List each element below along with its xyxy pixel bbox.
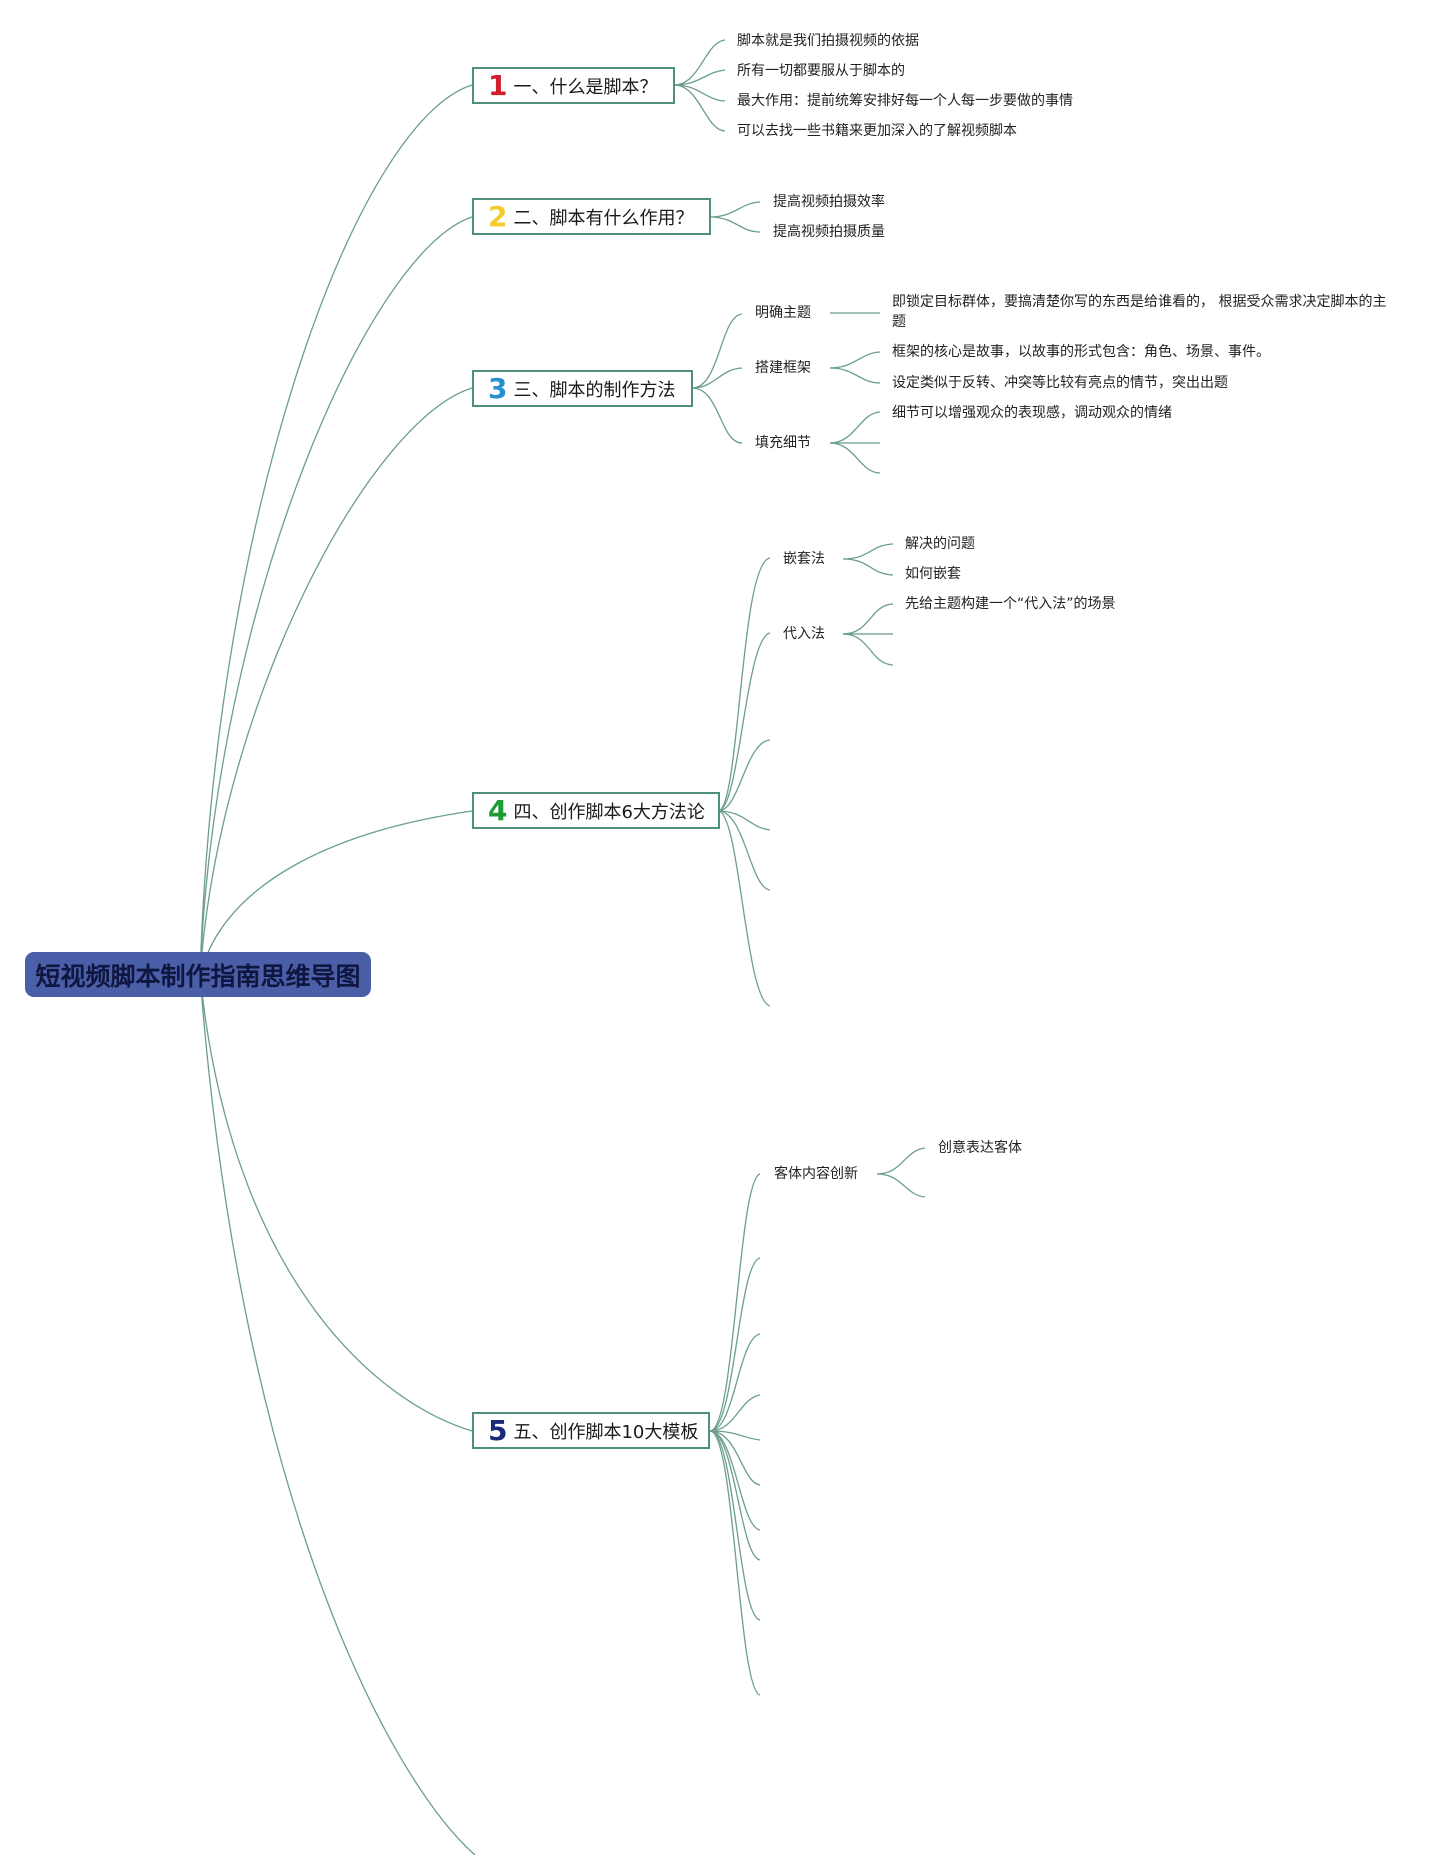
sub-node-3-3[interactable]: 填充细节 bbox=[755, 435, 811, 451]
branch-label-3: 三、脚本的制作方法 bbox=[513, 379, 676, 401]
leaf-1-2[interactable]: 所有一切都要服从于脚本的 bbox=[737, 63, 905, 79]
leaf-2-1[interactable]: 提高视频拍摄效率 bbox=[773, 194, 885, 210]
sub-node-4-2[interactable]: 代入法 bbox=[783, 626, 825, 642]
link-root-branch-4 bbox=[199, 810, 473, 976]
sub-node-5-1[interactable]: 客体内容创新 bbox=[774, 1166, 858, 1182]
branch-node-2[interactable]: 2 二、脚本有什么作用？ bbox=[472, 198, 711, 235]
branch-number-4: 4 bbox=[488, 793, 508, 827]
leaf-1-4[interactable]: 可以去找一些书籍来更加深入的了解视频脚本 bbox=[737, 123, 1017, 139]
leaf-3-3-1[interactable]: 细节可以增强观众的表现感，调动观众的情绪 bbox=[892, 405, 1172, 421]
branch-node-5[interactable]: 5 五、创作脚本10大模板 bbox=[472, 1412, 710, 1449]
link-root-branch-extra bbox=[199, 974, 476, 1855]
link-root-branch-5 bbox=[199, 974, 473, 1432]
branch-number-5: 5 bbox=[488, 1413, 508, 1447]
root-node[interactable]: 短视频脚本制作指南思维导图 bbox=[25, 952, 371, 997]
leaf-1-1[interactable]: 脚本就是我们拍摄视频的依据 bbox=[737, 33, 919, 49]
leaf-4-1-2[interactable]: 如何嵌套 bbox=[905, 566, 961, 582]
branch-node-4[interactable]: 4 四、创作脚本6大方法论 bbox=[472, 792, 720, 829]
link-root-branch-2 bbox=[199, 216, 473, 976]
branch-node-1[interactable]: 1 一、什么是脚本？ bbox=[472, 67, 675, 104]
sub-node-3-1[interactable]: 明确主题 bbox=[755, 305, 811, 321]
leaf-3-2-1[interactable]: 框架的核心是故事，以故事的形式包含：角色、场景、事件。 bbox=[892, 344, 1270, 360]
leaf-4-2-1[interactable]: 先给主题构建一个“代入法”的场景 bbox=[905, 596, 1116, 612]
leaf-3-2-2[interactable]: 设定类似于反转、冲突等比较有亮点的情节，突出出题 bbox=[892, 375, 1228, 391]
link-root-branch-3 bbox=[199, 387, 473, 976]
leaf-1-3[interactable]: 最大作用：提前统筹安排好每一个人每一步要做的事情 bbox=[737, 93, 1073, 109]
branch-number-2: 2 bbox=[488, 199, 508, 233]
branch-label-2: 二、脚本有什么作用？ bbox=[513, 207, 694, 229]
branch-label-4: 四、创作脚本6大方法论 bbox=[513, 801, 705, 823]
root-title: 短视频脚本制作指南思维导图 bbox=[35, 961, 361, 991]
branch-number-3: 3 bbox=[488, 371, 508, 405]
branch-number-1: 1 bbox=[488, 68, 508, 102]
link-root-branch-1 bbox=[199, 84, 473, 976]
sub-node-3-2[interactable]: 搭建框架 bbox=[755, 360, 811, 376]
leaf-2-2[interactable]: 提高视频拍摄质量 bbox=[773, 224, 885, 240]
sub-node-4-1[interactable]: 嵌套法 bbox=[783, 551, 825, 567]
leaf-4-1-1[interactable]: 解决的问题 bbox=[905, 536, 975, 552]
branch-label-1: 一、什么是脚本？ bbox=[513, 76, 658, 98]
branch-label-5: 五、创作脚本10大模板 bbox=[513, 1421, 699, 1443]
leaf-5-1-1[interactable]: 创意表达客体 bbox=[938, 1140, 1022, 1156]
leaf-3-1-1[interactable]: 即锁定目标群体，要搞清楚你写的东西是给谁看的， 根据受众需求决定脚本的主题 bbox=[892, 294, 1387, 330]
branch-node-3[interactable]: 3 三、脚本的制作方法 bbox=[472, 370, 693, 407]
